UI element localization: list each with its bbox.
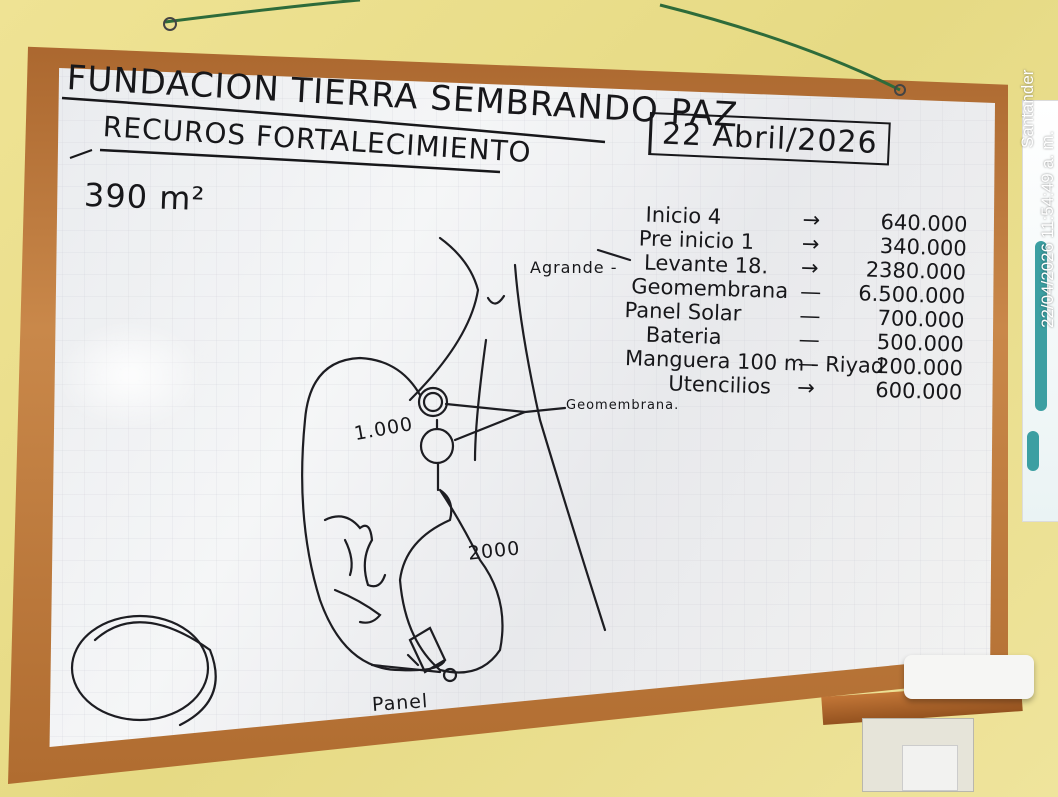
location-stamp: Santander [1018, 69, 1037, 148]
whiteboard-surface [49, 68, 995, 747]
panel-label: Panel [371, 690, 429, 716]
light-glare [55, 320, 205, 430]
wall-poster [1022, 100, 1058, 522]
geomembrana-note: Geomembrana. [566, 398, 680, 413]
timestamp-overlay: Santander 22/04/2026 11:54:49 a. m. [1016, 38, 1057, 338]
datetime-stamp: 22/04/2026 11:54:49 a. m. [1038, 130, 1057, 328]
power-bank [904, 655, 1034, 699]
side-note: Agrande - [530, 258, 618, 277]
plug-adapter [902, 745, 958, 791]
